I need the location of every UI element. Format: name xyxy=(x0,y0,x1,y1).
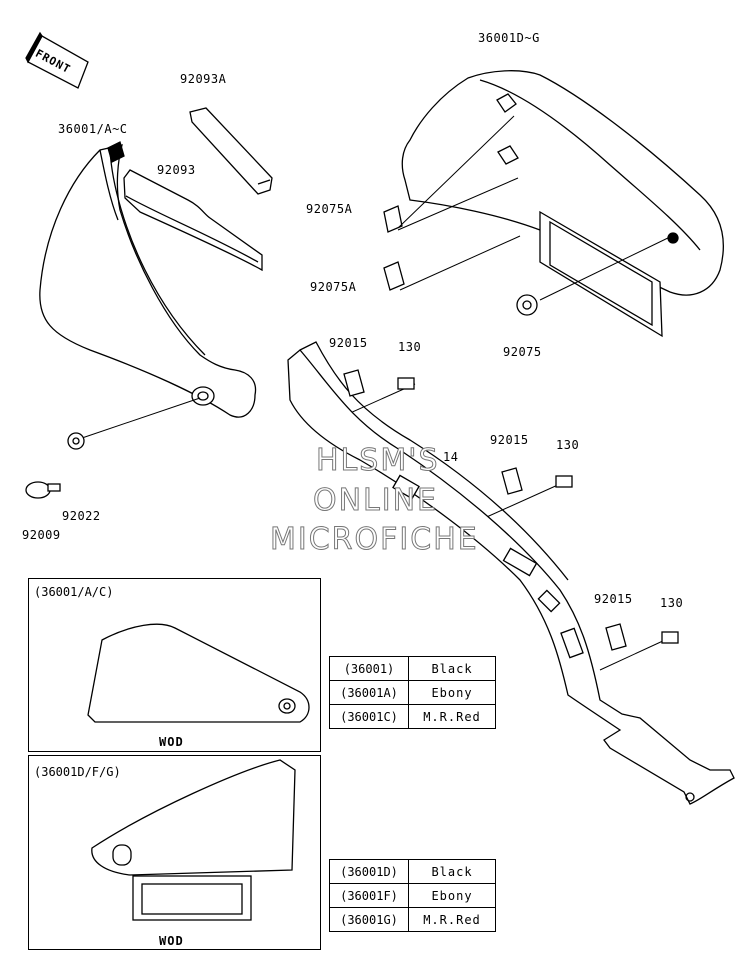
color-name: Ebony xyxy=(408,680,496,705)
left-side-cover xyxy=(39,141,257,418)
clip-92015-b xyxy=(501,467,523,495)
part-number-130-b: 130 xyxy=(556,438,580,452)
clip-92015-c xyxy=(605,623,627,651)
right-side-cover xyxy=(401,70,725,338)
table-row: (36001D) Black xyxy=(329,859,496,884)
color-code: (36001G) xyxy=(329,907,409,932)
color-name: M.R.Red xyxy=(408,704,496,729)
part-number-92015-b: 92015 xyxy=(490,433,529,447)
part-number-92075a-lower: 92075A xyxy=(310,280,357,294)
bolt-130-c xyxy=(661,631,679,644)
part-number-36001ac: 36001/A~C xyxy=(58,122,128,136)
bolt-130-b xyxy=(555,475,573,488)
front-arrow-icon xyxy=(25,31,89,89)
color-code: (36001A) xyxy=(329,680,409,705)
color-code: (36001) xyxy=(329,656,409,681)
color-table-2: (36001D) Black (36001F) Ebony (36001G) M… xyxy=(329,859,496,932)
inset1-cover-drawing xyxy=(87,623,310,723)
part-number-92009: 92009 xyxy=(22,528,61,542)
inset2-title: (36001D/F/G) xyxy=(34,765,121,779)
watermark-line-1: HLSM'S xyxy=(316,443,440,479)
part-number-92015-a: 92015 xyxy=(329,336,368,350)
part-number-36001dg: 36001D~G xyxy=(478,31,540,45)
bolt-92009 xyxy=(25,481,61,499)
table-row: (36001G) M.R.Red xyxy=(329,907,496,932)
part-number-92022: 92022 xyxy=(62,509,101,523)
clip-92075a-lower xyxy=(383,261,405,291)
clip-92015-a xyxy=(343,369,365,397)
leader-lines xyxy=(81,115,673,671)
inset1-wod-label: WOD xyxy=(159,735,184,749)
color-name: Black xyxy=(408,859,496,884)
part-number-14: 14 xyxy=(443,450,459,464)
part-number-92075a-upper: 92075A xyxy=(306,202,353,216)
strip-92093 xyxy=(123,169,263,272)
part-number-92075: 92075 xyxy=(503,345,542,359)
table-row: (36001F) Ebony xyxy=(329,883,496,908)
grommet-92075 xyxy=(516,294,538,316)
watermark-line-3: MICROFICHE xyxy=(270,522,479,558)
inset1-title: (36001/A/C) xyxy=(34,585,114,599)
color-code: (36001F) xyxy=(329,883,409,908)
color-code: (36001C) xyxy=(329,704,409,729)
part-number-130-a: 130 xyxy=(398,340,422,354)
table-row: (36001A) Ebony xyxy=(329,680,496,705)
inset2-cover-drawing xyxy=(91,759,296,921)
bracket-14 xyxy=(287,341,735,805)
clip-92075a-upper xyxy=(383,205,403,233)
color-name: Black xyxy=(408,656,496,681)
color-table-1: (36001) Black (36001A) Ebony (36001C) M.… xyxy=(329,656,496,729)
part-number-92093a: 92093A xyxy=(180,72,227,86)
part-number-130-c: 130 xyxy=(660,596,684,610)
part-number-92015-c: 92015 xyxy=(594,592,633,606)
bolt-130-a xyxy=(397,377,415,390)
inset-box-36001-dfg xyxy=(28,755,321,950)
strip-92093a xyxy=(189,107,273,195)
inset2-wod-label: WOD xyxy=(159,934,184,948)
table-row: (36001) Black xyxy=(329,656,496,681)
color-name: M.R.Red xyxy=(408,907,496,932)
washer-92022 xyxy=(67,432,85,450)
watermark-line-2: ONLINE xyxy=(312,483,439,519)
color-code: (36001D) xyxy=(329,859,409,884)
color-name: Ebony xyxy=(408,883,496,908)
inset-box-36001-ac xyxy=(28,578,321,752)
part-number-92093: 92093 xyxy=(157,163,196,177)
table-row: (36001C) M.R.Red xyxy=(329,704,496,729)
